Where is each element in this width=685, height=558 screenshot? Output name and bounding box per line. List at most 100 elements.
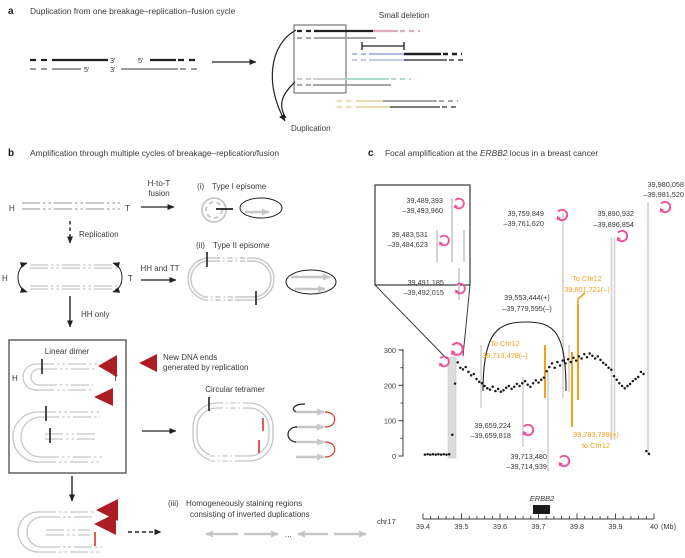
translocation-lines <box>544 292 586 427</box>
hsr-line1: Homogeneously staining regions <box>186 499 302 508</box>
coord-line2: –39,761,620 <box>503 219 544 228</box>
hh-only-label: HH only <box>81 310 109 319</box>
end-3p-top: 3' <box>110 56 116 65</box>
fold-back-annotation-4: 39,659,224 –39,659,818 <box>470 421 535 440</box>
x-tick-label: 39.7 <box>531 522 545 531</box>
fold-back-curl-icon <box>658 200 672 214</box>
x-tick-label: 39.8 <box>570 522 584 531</box>
to-chr12-line2: to Chr12 <box>582 441 610 450</box>
x-tick-label: 39.6 <box>493 522 507 531</box>
fold-back-annotation-1: 39,759,849 –39,761,620 <box>503 208 569 228</box>
hairpin-dimer-2 <box>12 406 102 463</box>
gene-label: ERBB2 <box>530 494 555 503</box>
replicated-molecule: H T <box>2 262 133 293</box>
gene-body <box>533 505 550 514</box>
to-chr12-line2: 39,713,478(–) <box>482 351 527 360</box>
panel-b: b Amplification through multiple cycles … <box>2 148 367 553</box>
inset-annotation-3: 39,491,185 –39,492,015 <box>403 278 466 297</box>
fold-back-curl-icon <box>615 229 629 243</box>
coord-line1: 39,759,849 <box>507 209 544 218</box>
hairpin-dimer-1: H T <box>12 355 118 406</box>
y-axis: 300 200 100 0 <box>384 346 404 461</box>
coord-line2: –39,492,015 <box>403 288 444 297</box>
coord-line1: 39,483,531 <box>391 230 428 239</box>
coord-line2: –39,981,520 <box>643 190 684 199</box>
coord-line2: –39,484,623 <box>387 240 428 249</box>
panel-b-label: b <box>8 148 14 159</box>
new-dna-end-triangle <box>94 513 116 535</box>
duplication-callout-arrow-1 <box>271 29 297 122</box>
coverage-scatter-points <box>423 352 651 456</box>
coord-line1: 39,659,224 <box>474 421 511 430</box>
panel-a: a Duplication from one breakage–replicat… <box>8 6 463 133</box>
fold-back-curl-icon <box>438 355 450 368</box>
tail-label: T <box>125 204 130 213</box>
duplicated-region-box <box>293 24 347 94</box>
ellipsis: ... <box>285 530 292 539</box>
to-chr12-line1: 39,783,799(+) <box>573 430 619 439</box>
legend-triangle <box>139 354 157 372</box>
end-5p-bottom: 5' <box>84 65 90 74</box>
coord-line1: 39,491,185 <box>407 278 444 287</box>
episome2-num: (ii) <box>196 241 205 250</box>
segment-lines <box>447 202 649 471</box>
translocation-annotation-1: To Chr12 39,801,721(–) <box>564 274 609 294</box>
inset-callout-line-right <box>462 284 471 357</box>
y-tick-100: 100 <box>384 417 396 426</box>
panel-a-title: Duplication from one breakage–replicatio… <box>30 6 236 16</box>
replication-label: Replication <box>79 230 119 239</box>
hsr-hairpin-diagram <box>17 499 118 553</box>
deletion-span-bracket <box>361 42 405 50</box>
inset-callout-line-left <box>374 284 448 360</box>
head-label: H <box>12 374 18 383</box>
fold-back-annotation-3: 39,980,058 –39,981,520 <box>643 180 684 214</box>
y-tick-300: 300 <box>384 346 396 355</box>
ruler-ticks <box>422 513 655 519</box>
panel-a-label: a <box>8 6 14 17</box>
tail-label: T <box>113 374 118 383</box>
panel-b-title: Amplification through multiple cycles of… <box>30 148 279 158</box>
y-tick-200: 200 <box>384 381 396 390</box>
fusion-label-2: fusion <box>148 189 169 198</box>
fold-back-curl-icon <box>557 454 571 468</box>
broken-chromosome-diagram: 3' 5' 5' 3' <box>30 56 197 74</box>
panel-c: c Focal amplification at the ERBB2 locus… <box>368 148 684 531</box>
coord-line2: –39,779,595(–) <box>502 304 552 313</box>
head-label: H <box>9 204 15 213</box>
new-dna-end-triangle <box>98 355 117 377</box>
tail-label: T <box>128 274 133 283</box>
head-label: H <box>2 274 8 283</box>
type2-episome-diagram <box>187 252 337 305</box>
new-dna-end-triangle <box>94 388 113 406</box>
x-tick-label: 40 <box>650 522 658 531</box>
tetramer-label: Circular tetramer <box>205 385 265 394</box>
end-5p-top: 5' <box>138 56 144 65</box>
to-chr12-line1: To Chr12 <box>490 339 520 348</box>
unit-label: (Mb) <box>661 522 676 531</box>
to-chr12-line2: 39,801,721(–) <box>564 285 609 294</box>
fold-back-curl-icon <box>438 234 450 247</box>
fusion-products <box>297 29 463 108</box>
fold-back-curl-icon <box>555 208 569 222</box>
inset-annotation-1: 39,489,393 –39,493,960 <box>402 196 465 215</box>
translocation-annotation-2: To Chr12 39,713,478(–) <box>482 339 527 360</box>
chrom-label: chr17 <box>377 517 396 526</box>
coord-line2: –39,714,939 <box>506 462 547 471</box>
bracket-annotation: 39,553,444(+) –39,779,595(–) <box>502 293 552 313</box>
linear-dimer-box <box>8 339 127 474</box>
hsr-inverted-duplication-arrows: ... <box>205 530 367 539</box>
coord-line1: 39,713,480 <box>510 452 547 461</box>
linear-molecule: H T <box>9 202 130 213</box>
y-tick-0: 0 <box>392 452 396 461</box>
episome2-name: Type II episome <box>213 241 270 250</box>
coord-line1: 39,553,444(+) <box>504 293 550 302</box>
circular-tetramer-diagram <box>192 397 274 464</box>
coord-line2: –39,896,854 <box>593 220 634 229</box>
hsr-num: (iii) <box>168 499 179 508</box>
tetramer-replication-arrows <box>287 403 336 461</box>
x-tick-label: 39.4 <box>416 522 430 531</box>
legend-line1: New DNA ends <box>163 353 217 362</box>
